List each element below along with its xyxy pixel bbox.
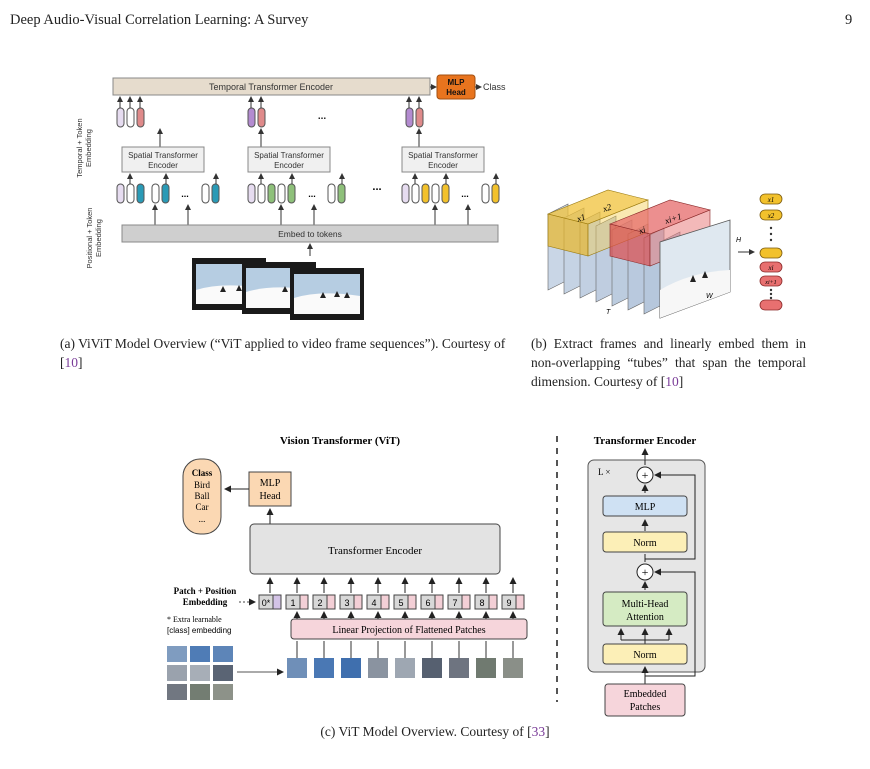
svg-text:Spatial Transformer: Spatial Transformer [128, 151, 198, 160]
svg-text:Norm: Norm [633, 538, 657, 549]
svg-text:x2: x2 [601, 202, 614, 215]
svg-text:Spatial Transformer: Spatial Transformer [254, 151, 324, 160]
ellipsis-temporal: ... [318, 111, 327, 122]
svg-text:xi: xi [637, 224, 648, 236]
svg-text:Encoder: Encoder [274, 161, 304, 170]
svg-text:MLP: MLP [635, 502, 656, 513]
svg-text:xi+1: xi+1 [764, 280, 776, 286]
svg-text:9: 9 [506, 598, 511, 608]
axis-label-positional: Positional + TokenEmbedding [85, 208, 103, 269]
svg-text:Encoder: Encoder [148, 161, 178, 170]
figure-a-vivit: Temporal + TokenEmbedding Positional + T… [75, 74, 506, 320]
svg-text:...: ... [199, 514, 206, 524]
ellipsis-pos-4: ... [461, 189, 469, 199]
svg-text:Class: Class [192, 468, 213, 478]
page-number: 9 [845, 12, 853, 28]
embed-to-tokens-box [121, 224, 499, 243]
image-patches [287, 641, 523, 678]
svg-text:Bird: Bird [194, 480, 211, 490]
spatial-encoder-2: Spatial Transformer Encoder [247, 146, 331, 173]
svg-text:x1: x1 [767, 196, 775, 204]
svg-text:Multi-Head: Multi-Head [622, 599, 669, 610]
svg-text:Norm: Norm [633, 650, 657, 661]
svg-text:2: 2 [317, 598, 322, 608]
spatial-encoder-3: Spatial Transformer Encoder [401, 146, 485, 173]
figure-b-tubelets: x1 x2 xi xi+1 H T W x1 x2 xi xi+1 [547, 189, 783, 319]
dim-h: H [736, 237, 742, 244]
svg-text:Embedded: Embedded [624, 689, 667, 700]
svg-text:Spatial Transformer: Spatial Transformer [408, 151, 478, 160]
svg-text:Attention: Attention [626, 612, 664, 623]
ellipsis-pos-3: ... [372, 181, 381, 193]
svg-text:Patch + Position: Patch + Position [174, 586, 237, 596]
caption-a: (a) ViViT Model Overview (“ViT applied t… [60, 336, 506, 370]
svg-text:xi: xi [767, 264, 773, 272]
svg-text:Head: Head [259, 491, 280, 502]
svg-text:[class] embedding: [class] embedding [167, 626, 231, 635]
mlp-head-label-2: Head [446, 88, 466, 97]
token-sequence [759, 193, 783, 311]
svg-text:8: 8 [479, 598, 484, 608]
svg-text:MLP: MLP [260, 478, 281, 489]
svg-text:6: 6 [425, 598, 430, 608]
mlp-head-label-1: MLP [448, 78, 466, 87]
svg-text:Transformer Encoder: Transformer Encoder [328, 545, 422, 557]
axis-label-temporal: Temporal + TokenEmbedding [75, 118, 93, 177]
svg-text:7: 7 [452, 598, 457, 608]
svg-text:x2: x2 [767, 212, 775, 220]
temporal-tokens [116, 107, 424, 128]
svg-text:+: + [642, 468, 649, 482]
svg-text:* Extra learnable: * Extra learnable [167, 615, 222, 624]
svg-text:Linear Projection of Flattened: Linear Projection of Flattened Patches [332, 625, 485, 636]
svg-text:3: 3 [344, 598, 349, 608]
svg-text:Car: Car [196, 502, 209, 512]
video-frames [192, 258, 364, 320]
ellipsis-pos-2: ... [308, 189, 316, 199]
running-header: Deep Audio-Visual Correlation Learning: … [10, 12, 309, 28]
embed-to-tokens-label: Embed to tokens [278, 229, 342, 239]
class-label: Class [483, 82, 506, 92]
svg-text:5: 5 [398, 598, 403, 608]
dim-w: W [706, 293, 714, 300]
encoder-block-title: Transformer Encoder [594, 435, 697, 447]
svg-text:1: 1 [290, 598, 295, 608]
svg-text:x1: x1 [575, 212, 587, 224]
svg-text:0*: 0* [262, 598, 271, 608]
svg-text:4: 4 [371, 598, 376, 608]
svg-text:L ×: L × [598, 467, 611, 477]
svg-text:Ball: Ball [195, 491, 210, 501]
ellipsis-pos-1: ... [181, 189, 189, 199]
caption-b: (b) Extract frames and linearly embed th… [531, 336, 806, 389]
positional-tokens [116, 183, 500, 204]
svg-text:+: + [642, 565, 649, 579]
figure-c-vit: Vision Transformer (ViT) Class Bird Ball… [167, 435, 706, 717]
source-image [167, 646, 233, 700]
vit-tokens: 0* 1 2 3 4 5 6 7 8 9 [258, 594, 525, 610]
temporal-encoder-label: Temporal Transformer Encoder [209, 82, 333, 92]
vit-title: Vision Transformer (ViT) [280, 435, 401, 447]
caption-c: (c) ViT Model Overview. Courtesy of [33] [320, 724, 550, 739]
spatial-encoder-1: Spatial Transformer Encoder [121, 146, 205, 173]
svg-text:Embedding: Embedding [183, 597, 228, 607]
svg-text:Patches: Patches [630, 702, 661, 713]
dim-t: T [606, 309, 611, 316]
svg-text:Encoder: Encoder [428, 161, 458, 170]
